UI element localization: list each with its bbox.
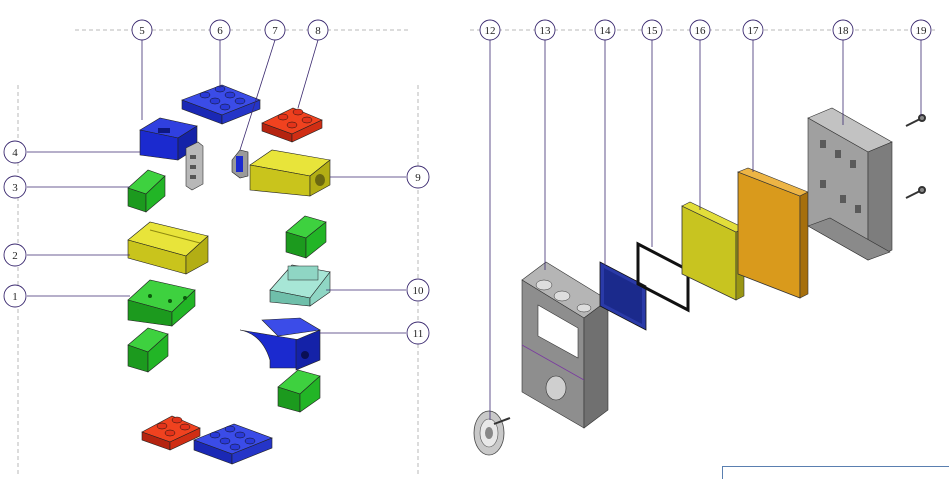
balloon-18: 18 xyxy=(832,19,854,41)
svg-text:12: 12 xyxy=(485,25,496,37)
part-14-navy-screen xyxy=(599,261,647,331)
part-6-blue-brick xyxy=(181,84,261,125)
part-13-gray-front-panel xyxy=(521,261,609,429)
svg-text:9: 9 xyxy=(415,172,421,184)
svg-text:3: 3 xyxy=(12,182,18,194)
balloon-12: 12 xyxy=(479,19,501,41)
balloon-19: 19 xyxy=(910,19,932,41)
callout-balloons: 5 6 7 8 4 3 2 1 9 10 11 12 13 14 15 16 1… xyxy=(3,19,932,345)
part-7-gray-clip xyxy=(185,141,249,191)
part-9-yellow-bracket xyxy=(249,149,331,197)
balloon-15: 15 xyxy=(641,19,663,41)
balloon-11: 11 xyxy=(406,321,430,345)
balloon-16: 16 xyxy=(689,19,711,41)
part-blue-brick-bottom xyxy=(193,423,273,465)
balloon-7: 7 xyxy=(264,19,286,41)
svg-text:15: 15 xyxy=(647,25,659,37)
part-green-angle-lower-left xyxy=(127,327,169,373)
balloon-5: 5 xyxy=(131,19,153,41)
balloon-17: 17 xyxy=(742,19,764,41)
svg-text:18: 18 xyxy=(838,25,850,37)
leader-lines xyxy=(27,39,922,420)
balloon-9: 9 xyxy=(406,165,430,189)
part-4-blue-bracket xyxy=(139,117,198,161)
svg-text:6: 6 xyxy=(217,25,223,37)
svg-text:4: 4 xyxy=(12,147,18,159)
balloon-3: 3 xyxy=(3,175,27,199)
part-18-gray-back-housing xyxy=(807,107,893,261)
part-12-round-knob xyxy=(473,410,511,456)
balloon-13: 13 xyxy=(534,19,556,41)
title-block-corner xyxy=(722,466,949,479)
svg-text:11: 11 xyxy=(413,328,424,340)
part-2-yellow-channel xyxy=(127,221,209,275)
svg-text:13: 13 xyxy=(540,25,552,37)
svg-text:10: 10 xyxy=(413,285,425,297)
balloon-2: 2 xyxy=(3,243,27,267)
svg-text:17: 17 xyxy=(748,25,760,37)
balloon-8: 8 xyxy=(307,19,329,41)
part-green-angle-lower-right xyxy=(277,369,321,413)
svg-text:8: 8 xyxy=(315,25,321,37)
part-10-teal-bracket xyxy=(269,264,331,307)
svg-text:16: 16 xyxy=(695,25,707,37)
svg-text:2: 2 xyxy=(12,250,18,262)
part-8-red-brick xyxy=(261,107,323,143)
svg-text:5: 5 xyxy=(139,25,145,37)
svg-text:14: 14 xyxy=(600,25,612,37)
part-red-brick-bottom xyxy=(141,415,201,451)
part-19-screws xyxy=(905,114,926,199)
part-1-green-bracket xyxy=(127,279,196,327)
balloon-6: 6 xyxy=(209,19,231,41)
part-16-olive-panel xyxy=(681,201,745,301)
part-17-amber-panel xyxy=(737,167,809,299)
svg-text:1: 1 xyxy=(12,291,18,303)
balloon-14: 14 xyxy=(594,19,616,41)
svg-text:7: 7 xyxy=(272,25,278,37)
balloon-1: 1 xyxy=(3,284,27,308)
balloon-4: 4 xyxy=(3,140,27,164)
part-3-green-angle xyxy=(127,169,166,213)
balloon-10: 10 xyxy=(406,278,430,302)
part-green-angle-upper xyxy=(285,215,327,259)
part-15-black-frame xyxy=(636,241,690,313)
part-11-blue-curved-bracket xyxy=(239,317,321,371)
svg-text:19: 19 xyxy=(916,25,928,37)
